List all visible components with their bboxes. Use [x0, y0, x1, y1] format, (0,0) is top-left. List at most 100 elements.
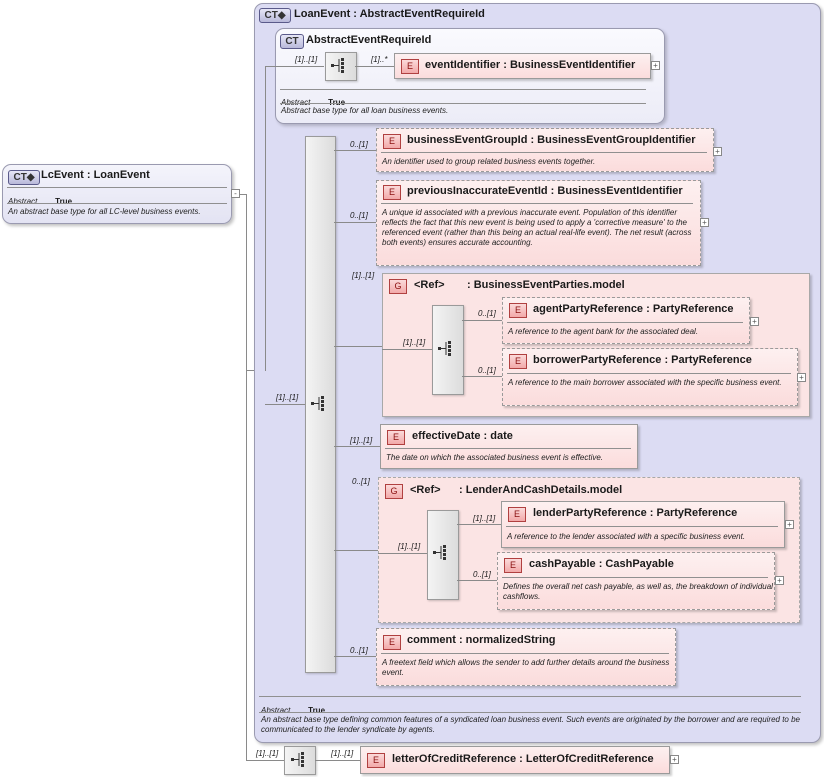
- connector: [265, 404, 305, 405]
- borrower-party-reference-element[interactable]: E borrowerPartyReference : PartyReferenc…: [502, 348, 798, 406]
- element-title: lenderPartyReference : PartyReference: [533, 507, 738, 519]
- element-description: A reference to the lender associated wit…: [507, 532, 746, 541]
- connector: [246, 194, 247, 760]
- sequence-icon: [331, 58, 344, 73]
- group-badge-icon: G: [385, 484, 403, 499]
- lc-event-box[interactable]: CT◆ LcEvent : LoanEvent Abstract True An…: [2, 164, 232, 224]
- connector: [334, 346, 382, 347]
- connector: [462, 320, 502, 321]
- comment-element[interactable]: E comment : normalizedString A freetext …: [376, 628, 676, 686]
- divider: [7, 187, 227, 188]
- element-badge-icon: E: [504, 558, 522, 573]
- abstract-row: Abstract True: [281, 98, 346, 107]
- element-badge-icon: E: [367, 753, 385, 768]
- sequence-icon: [311, 396, 324, 411]
- cardinality-label: [1]..[1]: [473, 514, 496, 523]
- cardinality-label: 0..[1]: [473, 570, 491, 579]
- cardinality-label: [1]..[1]: [256, 749, 279, 758]
- abstract-row: Abstract True: [261, 706, 326, 715]
- event-identifier-element[interactable]: E eventIdentifier : BusinessEventIdentif…: [394, 53, 651, 79]
- divider: [259, 696, 801, 697]
- expand-icon[interactable]: -: [231, 189, 240, 198]
- divider: [381, 152, 707, 153]
- abstract-event-title: AbstractEventRequireId: [306, 34, 432, 46]
- expand-icon[interactable]: +: [797, 373, 806, 382]
- cardinality-label: 0..[1]: [350, 211, 368, 220]
- divider: [506, 526, 778, 527]
- cardinality-label: [1]..*: [371, 55, 388, 64]
- expand-icon[interactable]: +: [750, 317, 759, 326]
- lender-party-reference-element[interactable]: E lenderPartyReference : PartyReference …: [501, 501, 785, 548]
- abstract-row: Abstract True: [8, 197, 73, 206]
- group-badge-icon: G: [389, 279, 407, 294]
- expand-icon[interactable]: +: [785, 520, 794, 529]
- element-description: Defines the overall net cash payable, as…: [503, 582, 773, 601]
- element-badge-icon: E: [508, 507, 526, 522]
- agent-party-reference-element[interactable]: E agentPartyReference : PartyReference A…: [502, 297, 750, 344]
- expand-icon[interactable]: +: [670, 755, 679, 764]
- connector: [334, 446, 380, 447]
- connector: [265, 66, 324, 67]
- cardinality-label: 0..[1]: [350, 140, 368, 149]
- element-badge-icon: E: [401, 59, 419, 74]
- connector: [238, 194, 246, 195]
- connector: [457, 524, 501, 525]
- ct-badge-icon: CT◆: [8, 170, 40, 185]
- connector: [265, 66, 266, 371]
- sequence-icon: [291, 752, 304, 767]
- cardinality-label: [1]..[1]: [398, 542, 421, 551]
- cash-payable-element[interactable]: E cashPayable : CashPayable Defines the …: [497, 552, 775, 610]
- cardinality-label: [1]..[1]: [331, 749, 354, 758]
- element-description: An identifier used to group related busi…: [382, 157, 596, 166]
- divider: [381, 203, 693, 204]
- element-title: businessEventGroupId : BusinessEventGrou…: [407, 134, 696, 146]
- connector: [334, 150, 376, 151]
- divider: [507, 373, 791, 374]
- connector: [462, 376, 502, 377]
- connector: [246, 760, 284, 761]
- letter-of-credit-reference-element[interactable]: E letterOfCreditReference : LetterOfCred…: [360, 746, 670, 774]
- connector: [315, 760, 360, 761]
- group-ref-label: <Ref>: [414, 279, 445, 291]
- group-title: : LenderAndCashDetails.model: [459, 484, 623, 496]
- expand-icon[interactable]: +: [775, 576, 784, 585]
- element-description: The date on which the associated busines…: [386, 453, 604, 462]
- cardinality-label: 0..[1]: [352, 477, 370, 486]
- element-title: agentPartyReference : PartyReference: [533, 303, 734, 315]
- loan-event-title: LoanEvent : AbstractEventRequireId: [294, 8, 485, 20]
- connector: [378, 553, 427, 554]
- main-sequence-compositor[interactable]: [305, 136, 336, 673]
- element-title: borrowerPartyReference : PartyReference: [533, 354, 752, 366]
- cardinality-label: 0..[1]: [478, 309, 496, 318]
- cardinality-label: [1]..[1]: [276, 393, 299, 402]
- loan-event-description: An abstract base type defining common fe…: [261, 715, 800, 734]
- divider: [381, 653, 669, 654]
- sequence-icon: [438, 341, 451, 356]
- element-badge-icon: E: [509, 303, 527, 318]
- connector: [334, 222, 376, 223]
- connector: [355, 66, 394, 67]
- connector: [382, 349, 432, 350]
- abstract-event-description: Abstract base type for all loan business…: [281, 106, 449, 115]
- cardinality-label: [1]..[1]: [403, 338, 426, 347]
- connector: [334, 656, 376, 657]
- element-title: eventIdentifier : BusinessEventIdentifie…: [425, 59, 636, 71]
- expand-icon[interactable]: +: [713, 147, 722, 156]
- expand-icon[interactable]: +: [651, 61, 660, 70]
- divider: [280, 103, 646, 104]
- element-badge-icon: E: [383, 635, 401, 650]
- cardinality-label: 0..[1]: [350, 646, 368, 655]
- effective-date-element[interactable]: E effectiveDate : date The date on which…: [380, 424, 638, 469]
- element-description: A reference to the agent bank for the as…: [508, 327, 699, 336]
- lc-event-description: An abstract base type for all LC-level b…: [8, 207, 201, 216]
- sequence-compositor[interactable]: [284, 746, 316, 775]
- previous-inaccurate-event-id-element[interactable]: E previousInaccurateEventId : BusinessEv…: [376, 180, 701, 266]
- cardinality-label: 0..[1]: [478, 366, 496, 375]
- element-description: A freetext field which allows the sender…: [382, 658, 670, 677]
- element-badge-icon: E: [383, 185, 401, 200]
- element-title: previousInaccurateEventId : BusinessEven…: [407, 185, 683, 197]
- divider: [507, 322, 743, 323]
- business-event-group-id-element[interactable]: E businessEventGroupId : BusinessEventGr…: [376, 128, 714, 172]
- expand-icon[interactable]: +: [700, 218, 709, 227]
- divider: [7, 203, 227, 204]
